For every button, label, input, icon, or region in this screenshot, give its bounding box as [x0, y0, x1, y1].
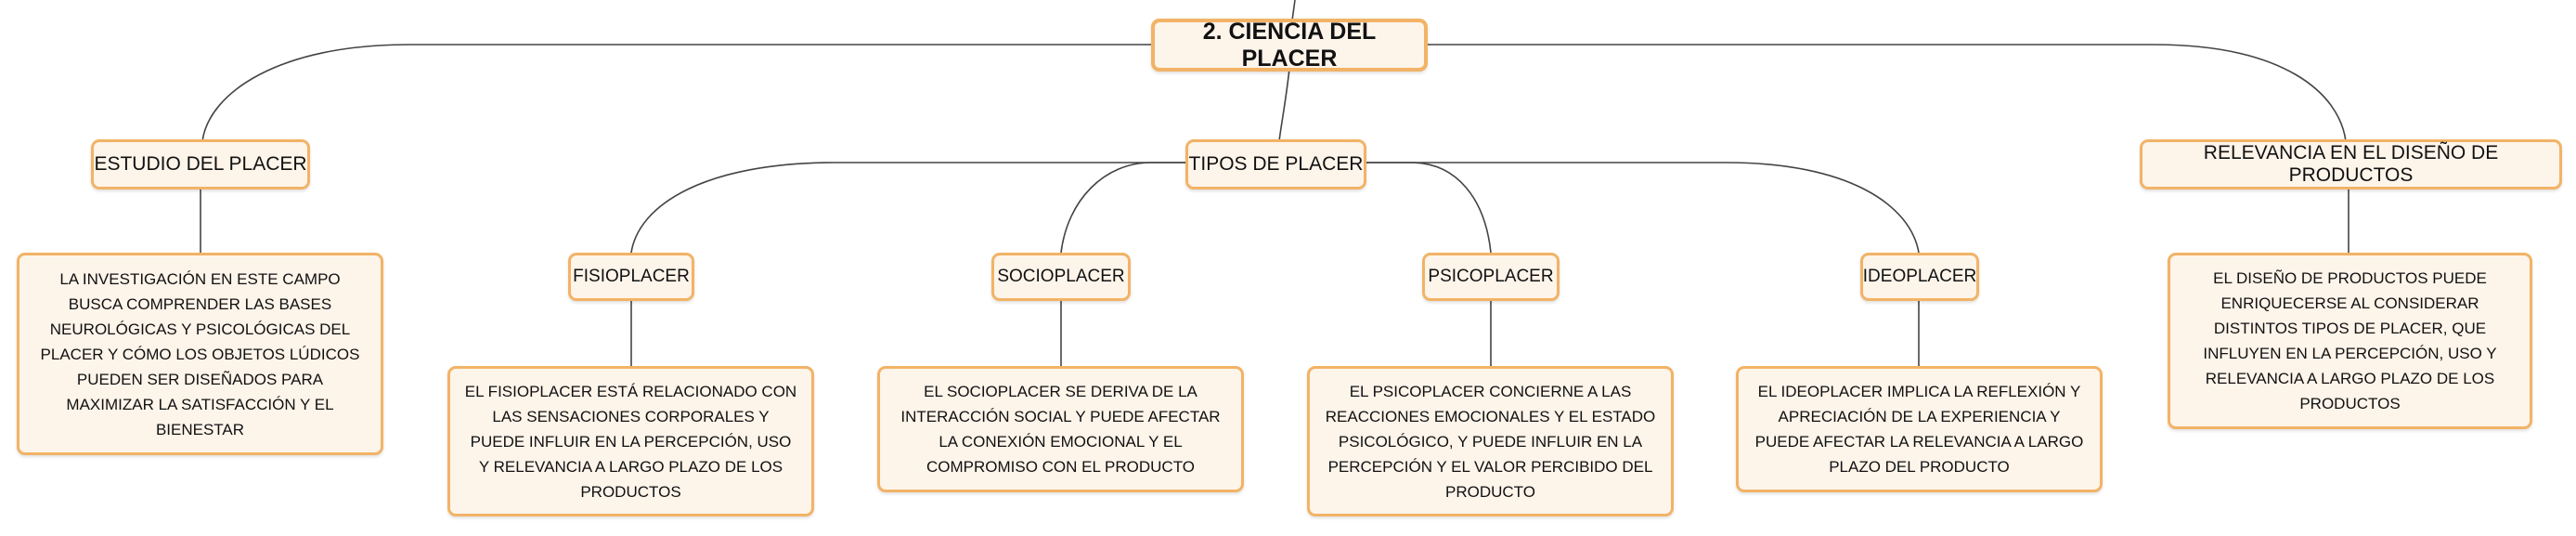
connector-parent-root	[1291, 0, 1296, 21]
desc-fisioplacer[interactable]: EL FISIOPLACER ESTÁ RELACIONADO CON LAS …	[447, 366, 814, 516]
connector-tipos-psico	[1365, 162, 1492, 254]
topic-psicoplacer[interactable]: PSICOPLACER	[1422, 253, 1560, 301]
connector-root-estudio	[201, 44, 1151, 142]
topic-tipos-de-placer[interactable]: TIPOS DE PLACER	[1185, 139, 1366, 190]
desc-socioplacer[interactable]: EL SOCIOPLACER SE DERIVA DE LA INTERACCI…	[877, 366, 1244, 492]
desc-ideoplacer[interactable]: EL IDEOPLACER IMPLICA LA REFLEXIÓN Y APR…	[1736, 366, 2103, 492]
central-topic[interactable]: 2. CIENCIA DEL PLACER	[1151, 19, 1428, 72]
desc-relevancia-en-el-diseno[interactable]: EL DISEÑO DE PRODUCTOS PUEDE ENRIQUECERS…	[2168, 253, 2532, 429]
connector-tipos-ideo	[1365, 162, 1920, 254]
topic-estudio-del-placer[interactable]: ESTUDIO DEL PLACER	[91, 139, 310, 190]
desc-estudio-del-placer[interactable]: LA INVESTIGACIÓN EN ESTE CAMPO BUSCA COM…	[17, 253, 383, 455]
topic-socioplacer[interactable]: SOCIOPLACER	[991, 253, 1131, 301]
connector-root-relevancia	[1428, 44, 2347, 142]
connector-tipos-fisio	[630, 162, 1188, 254]
connector-tipos-socio	[1060, 162, 1188, 254]
topic-ideoplacer[interactable]: IDEOPLACER	[1860, 253, 1979, 301]
topic-relevancia-en-el-diseno[interactable]: RELEVANCIA EN EL DISEÑO DE PRODUCTOS	[2140, 139, 2562, 190]
connector-root-tipos	[1278, 68, 1290, 142]
topic-fisioplacer[interactable]: FISIOPLACER	[568, 253, 694, 301]
desc-psicoplacer[interactable]: EL PSICOPLACER CONCIERNE A LAS REACCIONE…	[1307, 366, 1674, 516]
